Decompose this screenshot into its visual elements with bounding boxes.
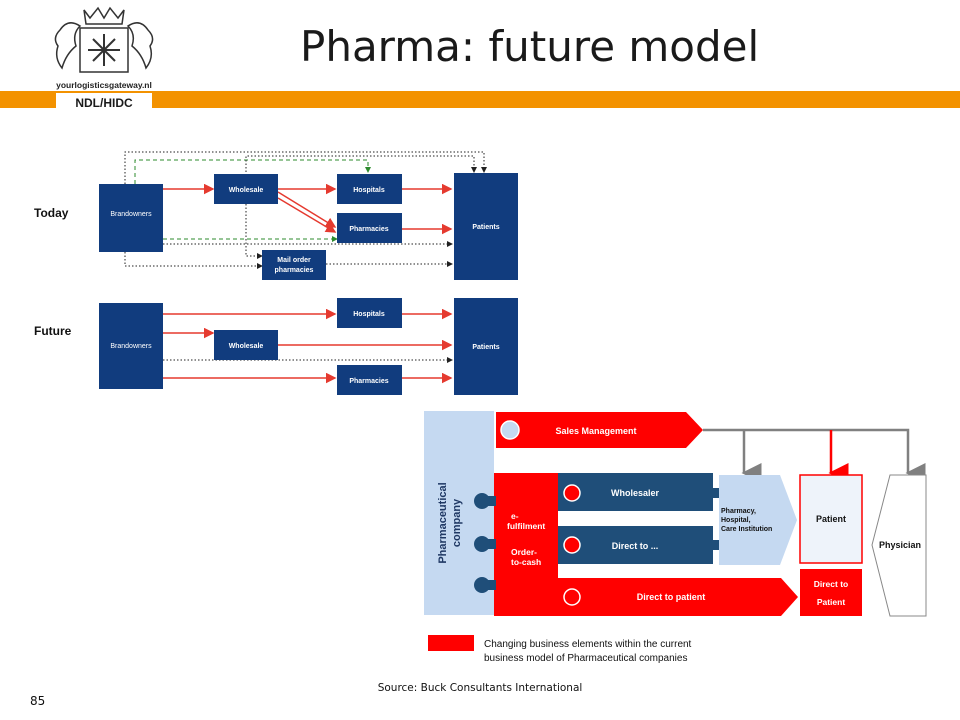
legend-text-line-2: business model of Pharmaceutical compani… <box>484 653 687 664</box>
svg-text:Hospitals: Hospitals <box>353 187 385 194</box>
svg-text:Wholesale: Wholesale <box>229 187 264 194</box>
svg-text:Hospitals: Hospitals <box>353 311 385 318</box>
svg-text:Brandowners: Brandowners <box>110 211 152 218</box>
page-title: Pharma: future model <box>300 22 760 71</box>
physician-block: Physician <box>871 474 927 617</box>
svg-text:Wholesale: Wholesale <box>229 343 264 350</box>
svg-text:Pharmaceutical: Pharmaceutical <box>437 482 449 563</box>
svg-text:Mail order: Mail order <box>277 257 311 264</box>
logo-label: NDL/HIDC <box>56 93 152 113</box>
node-patients-today: Patients <box>454 173 518 280</box>
wholesaler-bar: Wholesaler <box>558 473 735 511</box>
page-number: 85 <box>30 694 46 708</box>
svg-text:Physician: Physician <box>879 540 921 550</box>
node-wholesale-future: Wholesale <box>214 330 278 360</box>
node-patients-future: Patients <box>454 298 518 395</box>
svg-text:Pharmacies: Pharmacies <box>349 226 388 233</box>
svg-text:Care Institution: Care Institution <box>721 526 772 533</box>
svg-text:Patient: Patient <box>817 597 846 607</box>
today-connectors <box>124 151 487 269</box>
svg-text:pharmacies: pharmacies <box>275 267 314 274</box>
node-brandowners-future: Brandowners <box>99 303 163 389</box>
svg-text:to-cash: to-cash <box>511 557 541 567</box>
patient-block: Patient <box>799 474 863 564</box>
node-hospitals-today: Hospitals <box>337 174 402 204</box>
legend-swatch <box>428 635 474 651</box>
svg-text:Pharmacy,: Pharmacy, <box>721 508 756 515</box>
svg-text:Patients: Patients <box>472 344 499 351</box>
svg-text:Direct to patient: Direct to patient <box>637 592 706 602</box>
sales-management-bar: Sales Management <box>496 412 703 448</box>
direct-to-patient-bar: Direct to patient <box>558 578 798 616</box>
node-brandowners-today: Brandowners <box>99 184 163 252</box>
node-pharmacies-today: Pharmacies <box>337 213 402 243</box>
sales-connectors <box>703 428 926 483</box>
row-label-today: Today <box>34 206 69 220</box>
header-accent-bar <box>0 91 960 108</box>
crest-icon <box>54 6 154 73</box>
svg-text:Patients: Patients <box>472 224 499 231</box>
business-model-diagram: Pharmaceutical company Sales Management … <box>424 411 927 664</box>
svg-text:Wholesaler: Wholesaler <box>611 488 660 498</box>
node-hospitals-future: Hospitals <box>337 298 402 328</box>
svg-text:Direct to ...: Direct to ... <box>612 541 659 551</box>
direct-to-patient-box: Direct to Patient <box>800 569 862 616</box>
svg-text:Brandowners: Brandowners <box>110 343 152 350</box>
e-fulfilment-block: e- fulfilment Order- to-cash <box>494 473 558 616</box>
svg-text:fulfilment: fulfilment <box>507 521 545 531</box>
svg-text:Hospital,: Hospital, <box>721 517 751 524</box>
svg-text:company: company <box>451 498 463 547</box>
row-label-future: Future <box>34 324 72 338</box>
node-pharmacies-future: Pharmacies <box>337 365 402 395</box>
svg-text:Direct to: Direct to <box>814 579 848 589</box>
direct-to-bar: Direct to ... <box>558 526 735 564</box>
legend: Changing business elements within the cu… <box>428 635 692 664</box>
node-wholesale-today: Wholesale <box>214 174 278 204</box>
future-connectors <box>163 308 453 384</box>
node-mail-order-pharmacies: Mail order pharmacies <box>262 250 326 280</box>
svg-text:Order-: Order- <box>511 547 537 557</box>
legend-text-line-1: Changing business elements within the cu… <box>484 639 692 650</box>
svg-text:Sales Management: Sales Management <box>555 426 636 436</box>
svg-text:e-: e- <box>511 511 519 521</box>
channel-diagram: Today Future Brandowners Wholesale Hospi… <box>34 151 518 395</box>
svg-text:Pharmacies: Pharmacies <box>349 378 388 385</box>
svg-text:Patient: Patient <box>816 514 846 524</box>
logo-text: yourlogisticsgateway.nl <box>56 80 152 90</box>
pharma-connector-knobs <box>474 493 496 593</box>
source-caption: Source: Buck Consultants International <box>377 682 583 694</box>
pharmacy-hospital-block: Pharmacy, Hospital, Care Institution <box>719 475 797 565</box>
